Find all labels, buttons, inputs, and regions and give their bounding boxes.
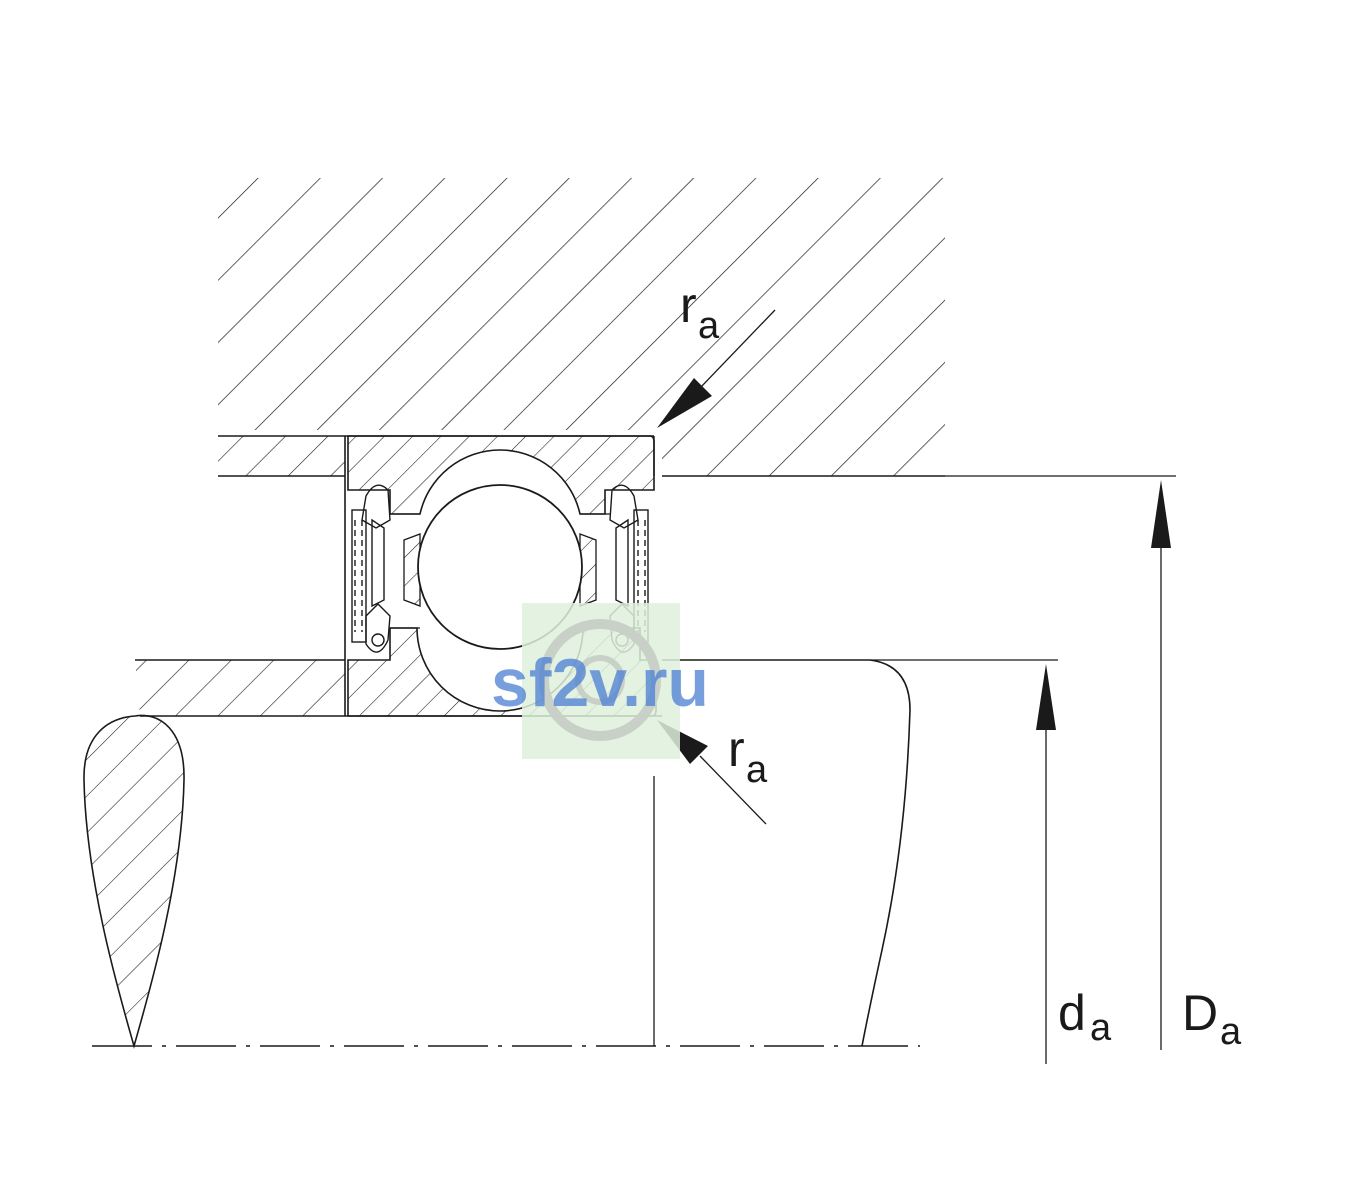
shaft-section (83, 714, 185, 1049)
left-seal (351, 484, 391, 653)
watermark-text: sf2v.ru (491, 645, 709, 721)
svg-text:a: a (1090, 1007, 1112, 1049)
label-ra-bottom: r a (728, 721, 768, 791)
dimension-da (1036, 664, 1056, 1064)
shaft-outline (662, 659, 911, 1047)
watermark: sf2v.ru (491, 603, 709, 759)
svg-text:r: r (680, 277, 697, 333)
housing (218, 178, 945, 477)
label-ra-top: r a (680, 277, 720, 347)
bearing-outer-ring (347, 435, 655, 515)
cage (390, 513, 612, 629)
svg-text:d: d (1058, 985, 1086, 1041)
svg-text:D: D (1182, 985, 1218, 1041)
svg-text:a: a (746, 749, 768, 791)
svg-text:r: r (728, 721, 745, 777)
label-Da: D a (1182, 985, 1242, 1053)
label-da: d a (1058, 985, 1112, 1049)
svg-text:a: a (698, 305, 720, 347)
leader-fillet-top (657, 309, 776, 428)
svg-text:a: a (1220, 1011, 1242, 1053)
dimension-Da (1151, 480, 1171, 1050)
